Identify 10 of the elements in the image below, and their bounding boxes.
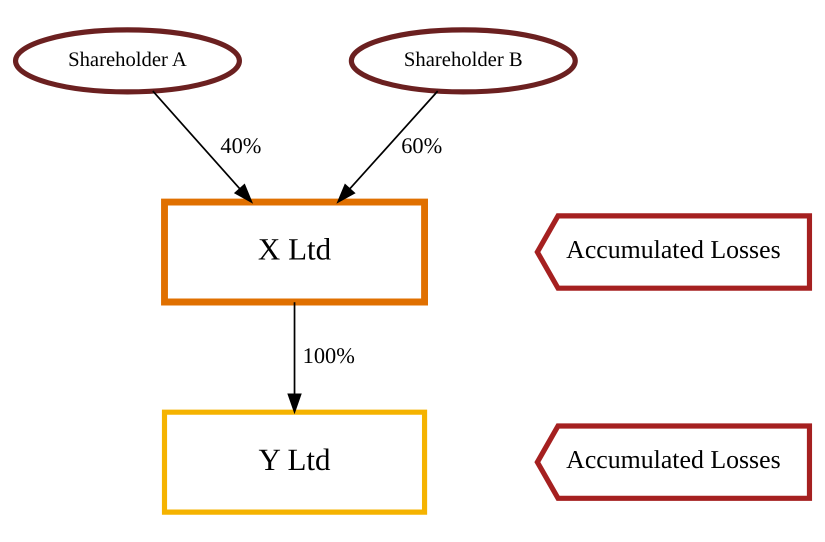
edge-label: 40%	[220, 132, 262, 158]
arrow	[152, 90, 254, 204]
node-ellipse: Shareholder A	[12, 27, 242, 94]
node-box: X Ltd	[161, 198, 428, 306]
node-ellipse: Shareholder B	[348, 27, 578, 94]
node-box: Y Ltd	[162, 410, 428, 515]
edge-label: 100%	[302, 342, 355, 368]
arrow	[336, 90, 438, 204]
arrow	[287, 302, 302, 414]
edge-label: 60%	[401, 132, 442, 158]
